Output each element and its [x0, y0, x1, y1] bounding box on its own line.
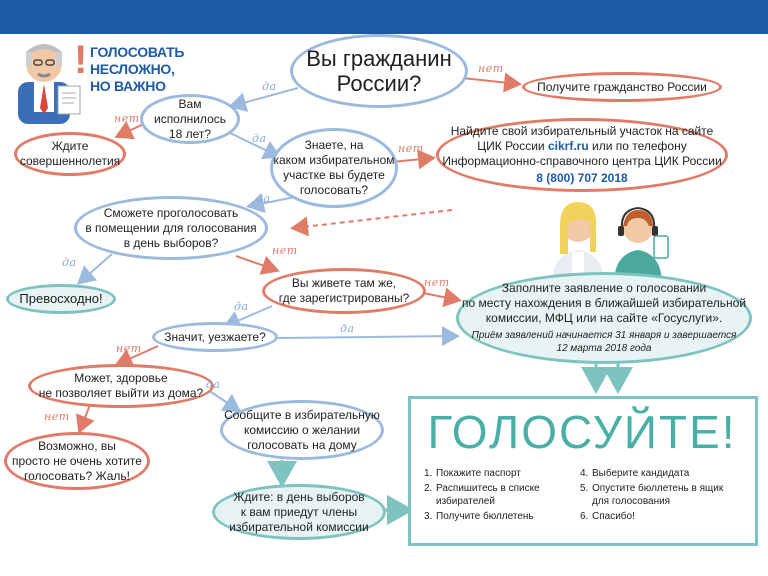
label-no: нет: [398, 142, 424, 155]
label-yes: да: [340, 322, 355, 335]
arrow-station-no: [391, 149, 436, 170]
step-item: 2.Распишитесь в списке избирателей: [424, 482, 540, 508]
label-yes: да: [256, 192, 271, 205]
headline-mark: !: [74, 38, 88, 82]
arrow-leaving-yes: [277, 326, 460, 347]
label-yes: да: [234, 300, 249, 313]
label-no: нет: [272, 244, 298, 257]
steps-right: 4.Выберите кандидата 5.Опустите бюллетен…: [580, 467, 750, 524]
arrow-find-back: [290, 209, 453, 237]
arrow-room-no: [235, 255, 280, 275]
node-get-citizenship: Получите гражданство России: [522, 72, 722, 102]
label-yes: да: [206, 378, 221, 391]
official-man-illustration: [18, 44, 81, 124]
label-no: нет: [116, 342, 142, 355]
headline: ГОЛОСОВАТЬ НЕСЛОЖНО, НО ВАЖНО: [90, 44, 185, 94]
vote-box: [408, 396, 758, 546]
label-yes: да: [262, 80, 277, 93]
node-wait-adulthood: Ждите совершеннолетия: [14, 132, 126, 176]
label-no: нет: [44, 410, 70, 423]
arrow-citizen-yes: [228, 87, 299, 112]
call-center-illustration: [552, 202, 669, 284]
info-phone: 8 (800) 707 2018: [536, 171, 628, 185]
node-inform-home: Сообщите в избирательную комиссию о жела…: [220, 400, 384, 460]
node-health-question: Может, здоровье не позволяет выйти из до…: [28, 364, 214, 408]
step-item: 5.Опустите бюллетень в ящик для голосова…: [580, 482, 724, 508]
node-age-question: Вам исполнилось 18 лет?: [140, 94, 240, 144]
node-find-station: Найдите свой избирательный участок на са…: [436, 118, 728, 192]
apply-text: Заполните заявление о голосовании по мес…: [461, 281, 747, 325]
node-citizen-question: Вы гражданин России?: [290, 34, 468, 108]
node-apply: Заполните заявление о голосовании по мес…: [456, 272, 752, 364]
apply-note: Приём заявлений начинается 31 января и з…: [471, 330, 737, 354]
cikrf-link: cikrf.ru: [547, 139, 589, 153]
arrow-room-yes: [76, 253, 113, 285]
step-item: 3.Получите бюллетень: [424, 510, 534, 522]
vote-title: ГОЛОСУЙТЕ!: [427, 406, 737, 458]
find-station-text-1: Найдите свой избирательный участок на са…: [450, 124, 714, 153]
node-wait-members: Ждите: в день выборов к вам приедут член…: [212, 484, 386, 540]
label-yes: да: [252, 132, 267, 145]
node-leaving-question: Значит, уезжаете?: [152, 322, 278, 352]
node-station-question: Знаете, на каком избирательном участке в…: [270, 128, 398, 208]
step-item: 6.Спасибо!: [580, 510, 635, 522]
step-item: 1.Покажите паспорт: [424, 468, 521, 479]
node-not-want: Возможно, вы просто не очень хотите голо…: [4, 432, 150, 490]
label-yes: да: [62, 256, 77, 269]
arrow-leaving-no: [114, 345, 159, 368]
label-no: нет: [114, 112, 140, 125]
header-bar: [0, 0, 768, 34]
find-station-text-2: или по телефону Информационно-справочног…: [442, 139, 722, 168]
arrow-citizen-no: [461, 72, 522, 93]
label-no: нет: [478, 62, 504, 75]
node-vote-in-room-question: Сможете проголосовать в помещении для го…: [74, 196, 268, 260]
step-item: 4.Выберите кандидата: [580, 468, 690, 479]
node-live-there-question: Вы живете там же, где зарегистрированы?: [262, 268, 426, 314]
steps-left: 1.Покажите паспорт 2.Распишитесь в списк…: [424, 467, 574, 524]
node-excellent: Превосходно!: [6, 284, 116, 314]
label-no: нет: [424, 276, 450, 289]
